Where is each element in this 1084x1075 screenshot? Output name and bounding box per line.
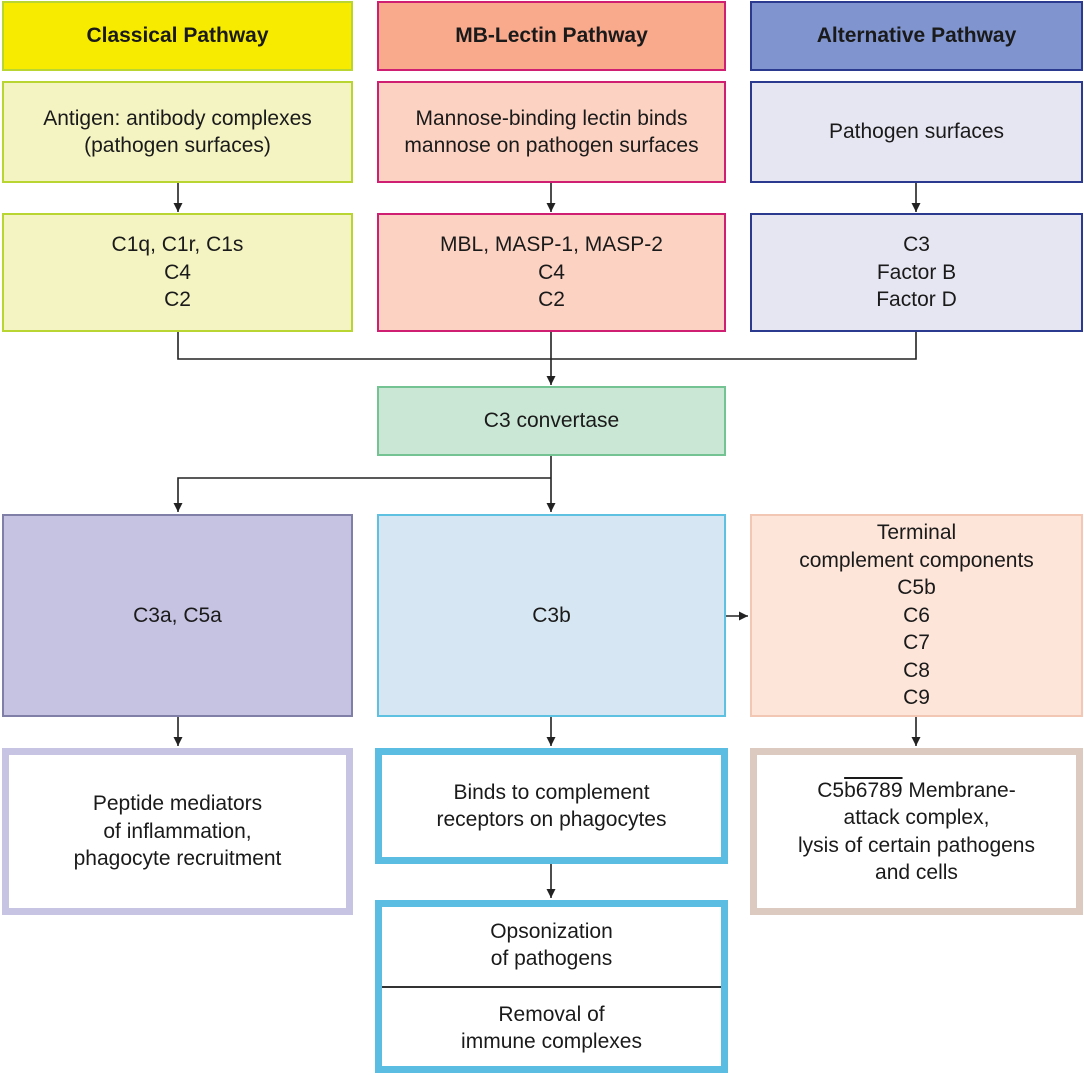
trigger-lectin-line-1: Mannose-binding lectin binds	[415, 106, 688, 130]
c3a-c5a-label: C3a, C5a	[133, 603, 222, 627]
terminal-line-1: Terminal	[876, 521, 957, 545]
opsonization-line-2: of pathogens	[490, 947, 613, 970]
c3-convertase-label: C3 convertase	[483, 409, 620, 433]
trigger-lectin: Mannose-binding lectin binds mannose on …	[377, 81, 726, 183]
trigger-alternative-line-1: Pathogen surfaces	[828, 120, 1005, 144]
inflammation-line-3: phagocyte recruitment	[73, 847, 282, 871]
c3-convertase-box: C3 convertase	[377, 386, 726, 456]
mac-line-4: and cells	[875, 861, 958, 884]
mac-overlined: b6789	[844, 778, 903, 802]
header-classical-label: Classical Pathway	[86, 24, 269, 48]
c3b-box: C3b	[377, 514, 726, 717]
component-c3: C3	[903, 233, 930, 257]
component-factor-d: Factor D	[876, 288, 957, 312]
component-c1: C1q, C1r, C1s	[111, 233, 244, 257]
trigger-classical-line-2: (pathogen surfaces)	[84, 134, 271, 157]
component-factor-b: Factor B	[876, 260, 957, 284]
opsonization-line-1: Opsonization	[490, 919, 613, 943]
component-c2: C2	[538, 288, 565, 312]
removal-line-2: immune complexes	[461, 1030, 642, 1053]
component-c4: C4	[538, 260, 565, 284]
binds-receptors-box: Binds to complement receptors on phagocy…	[375, 748, 728, 864]
terminal-c6: C6	[903, 603, 930, 627]
outcomes-divider	[382, 985, 721, 988]
inflammation-line-2: of inflammation,	[103, 819, 252, 843]
component-c2: C2	[164, 288, 191, 312]
c3b-label: C3b	[532, 603, 571, 627]
membrane-attack-complex-box: C5b6789 Membrane- attack complex, lysis …	[750, 748, 1083, 915]
mac-line-2: attack complex,	[843, 806, 990, 829]
trigger-classical: Antigen: antibody complexes (pathogen su…	[2, 81, 353, 183]
header-alternative-label: Alternative Pathway	[816, 24, 1017, 48]
mac-line-1: C5b6789 Membrane-	[817, 777, 1015, 805]
c3a-c5a-box: C3a, C5a	[2, 514, 353, 717]
trigger-lectin-line-2: mannose on pathogen surfaces	[404, 134, 699, 157]
mac-prefix: C5	[817, 778, 845, 802]
terminal-c7: C7	[903, 631, 930, 655]
header-alternative-pathway: Alternative Pathway	[750, 1, 1083, 71]
components-classical: C1q, C1r, C1s C4 C2	[2, 213, 353, 332]
merge-line	[177, 332, 917, 360]
terminal-line-2: complement components	[799, 548, 1034, 572]
header-classical-pathway: Classical Pathway	[2, 1, 353, 71]
trigger-classical-line-1: Antigen: antibody complexes	[43, 106, 312, 130]
mac-suffix: Membrane-	[902, 778, 1016, 802]
arrow-to-c3a-c5a	[173, 477, 551, 512]
component-mbl-masp: MBL, MASP-1, MASP-2	[440, 233, 663, 257]
components-alternative: C3 Factor B Factor D	[750, 213, 1083, 332]
terminal-components-box: Terminal complement components C5b C6 C7…	[750, 514, 1083, 717]
mac-line-3: lysis of certain pathogens	[798, 833, 1035, 857]
removal-line-1: Removal of	[498, 1002, 605, 1026]
component-c4: C4	[164, 260, 191, 284]
inflammation-box: Peptide mediators of inflammation, phago…	[2, 748, 353, 915]
terminal-c5b: C5b	[897, 576, 936, 600]
header-lectin-label: MB-Lectin Pathway	[455, 24, 648, 48]
binds-line-1: Binds to complement	[453, 780, 650, 804]
trigger-alternative: Pathogen surfaces	[750, 81, 1083, 183]
outcomes-box: Opsonization of pathogens Removal of imm…	[375, 900, 728, 1073]
inflammation-line-1: Peptide mediators	[92, 792, 263, 816]
header-mb-lectin-pathway: MB-Lectin Pathway	[377, 1, 726, 71]
binds-line-2: receptors on phagocytes	[436, 808, 667, 831]
components-lectin: MBL, MASP-1, MASP-2 C4 C2	[377, 213, 726, 332]
terminal-c8: C8	[903, 658, 930, 682]
terminal-c9: C9	[903, 686, 930, 710]
